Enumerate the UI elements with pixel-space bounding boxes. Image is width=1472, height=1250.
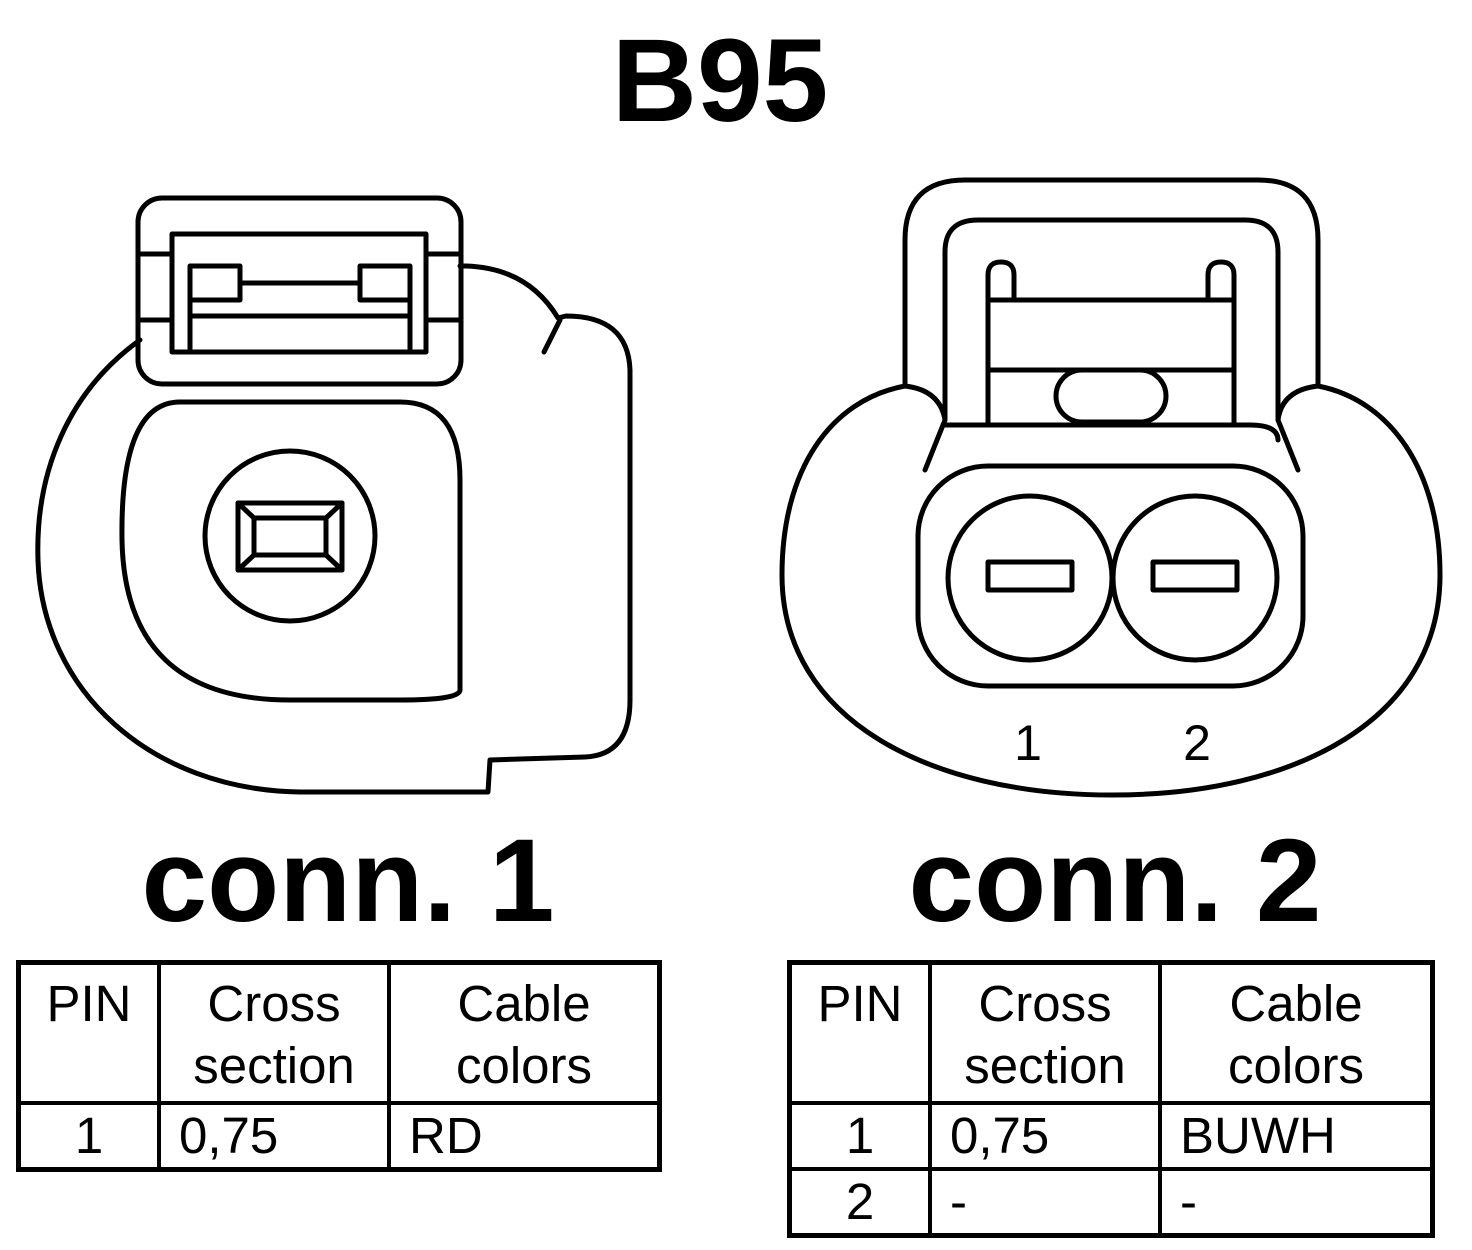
connector-1-body	[35, 263, 633, 795]
connector-1-drawing	[35, 195, 633, 795]
cross-section-cell: -	[928, 1167, 1162, 1238]
header-cross-section: Cross section	[928, 960, 1162, 1105]
diagram-title: B95	[611, 15, 829, 147]
connector-2-pin-label-1: 1	[1014, 715, 1042, 771]
table-header-row: PIN Cross section Cable colors	[787, 960, 1435, 1105]
header-cable-colors: Cable colors	[387, 960, 662, 1105]
connector-2-pin-2-socket	[1110, 493, 1280, 663]
table-row: 2 - -	[787, 1167, 1435, 1238]
table-row: 1 0,75 RD	[16, 1101, 662, 1172]
table-row: 1 0,75 BUWH	[787, 1100, 1435, 1172]
header-cable-colors: Cable colors	[1158, 960, 1435, 1105]
connector-2-latch	[902, 177, 1321, 389]
connector-2-pin-table: PIN Cross section Cable colors 1 0,75 BU…	[787, 960, 1435, 1239]
connector-1-pin-socket	[202, 448, 378, 624]
cable-color-cell: -	[1158, 1167, 1435, 1238]
cable-color-cell: RD	[387, 1101, 662, 1172]
connector-2-label: conn. 2	[908, 815, 1322, 947]
connector-1-pin-table: PIN Cross section Cable colors 1 0,75 RD	[16, 960, 662, 1173]
cross-section-cell: 0,75	[928, 1100, 1162, 1172]
cross-section-cell: 0,75	[157, 1101, 391, 1172]
connector-2-pin-label-2: 2	[1183, 715, 1211, 771]
connector-2-pin-1-socket	[945, 493, 1115, 663]
table-header-row: PIN Cross section Cable colors	[16, 960, 662, 1105]
connector-1-label: conn. 1	[141, 815, 555, 947]
pin-cell: 2	[787, 1167, 932, 1238]
header-pin: PIN	[16, 960, 161, 1105]
header-pin: PIN	[787, 960, 932, 1105]
pin-cell: 1	[787, 1100, 932, 1172]
connector-1-latch	[135, 195, 464, 387]
connector-2-face	[915, 463, 1306, 689]
cable-color-cell: BUWH	[1158, 1100, 1435, 1172]
pin-cell: 1	[16, 1101, 161, 1172]
header-cross-section: Cross section	[157, 960, 391, 1105]
connector-2-drawing	[779, 177, 1443, 798]
connector-1-face	[119, 399, 463, 703]
connector-2-body	[779, 383, 1443, 798]
